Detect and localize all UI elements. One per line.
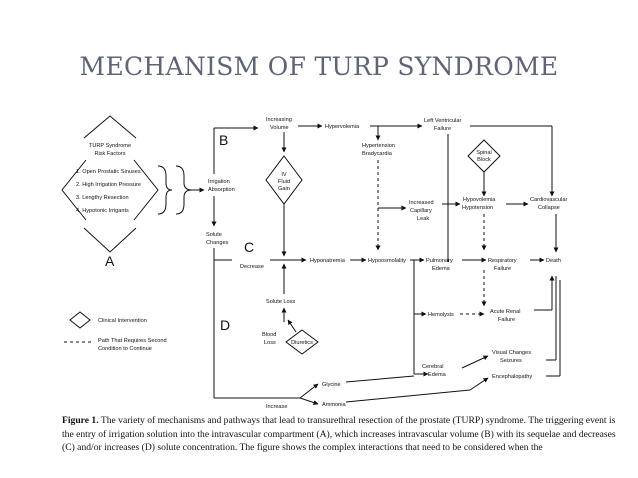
diuretics-diamond bbox=[285, 329, 319, 355]
spinal-block-diamond bbox=[467, 139, 501, 173]
node-cerebral-edema-2: Edema bbox=[428, 372, 447, 378]
node-cerebral-edema-1: Cerebral bbox=[422, 364, 443, 370]
legend-clinical-intervention-icon bbox=[69, 311, 91, 329]
node-lv-failure-1: Left Ventricular bbox=[424, 118, 461, 124]
node-respiratory-failure-2: Failure bbox=[494, 266, 511, 272]
node-capillary-leak-1: Increased bbox=[409, 200, 434, 206]
node-capillary-leak-3: Leak bbox=[417, 216, 429, 222]
risk-factor-braces bbox=[157, 165, 193, 215]
node-glycine: Glycine bbox=[322, 382, 341, 388]
node-ammonia: Ammonia bbox=[322, 402, 347, 408]
caption-text: The variety of mechanisms and pathways t… bbox=[62, 415, 616, 453]
node-cv-collapse-2: Collapse bbox=[538, 205, 560, 211]
node-lv-failure-2: Failure bbox=[434, 126, 451, 132]
node-iv-3: Gain bbox=[278, 186, 290, 192]
node-diuretics: Diuretics bbox=[291, 340, 313, 346]
node-iv-1: IV bbox=[281, 172, 287, 178]
node-solute-loss: Solute Loss bbox=[266, 299, 295, 305]
node-encephalopathy: Encephalopathy bbox=[492, 374, 532, 380]
node-blood-loss-1: Blood bbox=[262, 332, 276, 338]
node-solute-changes-line2: Changes bbox=[206, 240, 229, 246]
risk-factor-1: 1. Open Prostatic Sinuses bbox=[76, 169, 141, 175]
node-acute-renal-2: Failure bbox=[498, 317, 515, 323]
risk-factor-2: 2. High Irrigation Pressure bbox=[76, 182, 141, 188]
node-spinal-block-2: Block bbox=[477, 157, 491, 163]
caption-label: Figure 1. bbox=[62, 415, 99, 426]
node-pulmonary-edema-1: Pulmonary bbox=[426, 258, 453, 264]
node-hemolysis: Hemolysis bbox=[428, 312, 454, 318]
node-increasing-volume-1: Increasing bbox=[266, 117, 292, 123]
label-a: A bbox=[105, 253, 115, 269]
node-cv-collapse-1: Cardiovascular bbox=[530, 197, 567, 203]
node-irrigation-line2: Absorption bbox=[208, 187, 235, 193]
node-increasing-volume-2: Volume bbox=[270, 125, 289, 131]
node-hypertension-1: Hypertension bbox=[362, 143, 395, 149]
risk-factors-diamond bbox=[61, 115, 159, 253]
label-d: D bbox=[220, 317, 230, 333]
node-acute-renal-1: Acute Renal bbox=[490, 309, 520, 315]
node-hypervolemia: Hypervolemia bbox=[325, 124, 360, 130]
label-c: C bbox=[244, 239, 254, 255]
node-pulmonary-edema-2: Edema bbox=[432, 266, 451, 272]
node-hypovolemia-1: Hypovolemia bbox=[463, 197, 496, 203]
figure-caption: Figure 1. The variety of mechanisms and … bbox=[62, 414, 622, 455]
node-decrease: Decrease bbox=[240, 264, 264, 270]
node-spinal-block-1: Spinal bbox=[476, 150, 492, 156]
node-hypoosmolality: Hypoosmolality bbox=[368, 258, 406, 264]
node-death: Death bbox=[546, 258, 561, 264]
legend-second-condition-1: Path That Requires Second bbox=[98, 338, 167, 344]
risk-factor-4: 4. Hypotonic Irrigants bbox=[76, 208, 129, 214]
node-increase: Increase bbox=[266, 404, 287, 410]
node-respiratory-failure-1: Respiratory bbox=[488, 258, 517, 264]
node-blood-loss-2: Loss bbox=[264, 340, 276, 346]
label-b: B bbox=[219, 132, 228, 148]
node-visual-changes-2: Seizures bbox=[500, 358, 522, 364]
page-title: MECHANISM OF TURP SYNDROME bbox=[79, 52, 559, 81]
node-hyponatremia: Hyponatremia bbox=[310, 258, 346, 264]
risk-factors-heading-1: TURP Syndrome bbox=[89, 143, 131, 149]
legend-clinical-intervention: Clinical Intervention bbox=[98, 318, 147, 324]
node-visual-changes-1: Visual Changes bbox=[492, 350, 531, 356]
node-solute-changes-line1: Solute bbox=[206, 232, 222, 238]
node-iv-2: Fluid bbox=[278, 179, 290, 185]
risk-factor-3: 3. Lengthy Resection bbox=[76, 195, 129, 201]
node-irrigation-line1: Irrigation bbox=[208, 179, 230, 185]
legend-second-condition-2: Condition to Continue bbox=[98, 346, 152, 352]
risk-factors-heading-2: Risk Factors bbox=[94, 151, 125, 157]
node-hypertension-2: Bradycardia bbox=[362, 151, 393, 157]
node-hypovolemia-2: Hypotension bbox=[462, 205, 493, 211]
node-capillary-leak-2: Capillary bbox=[410, 208, 432, 214]
